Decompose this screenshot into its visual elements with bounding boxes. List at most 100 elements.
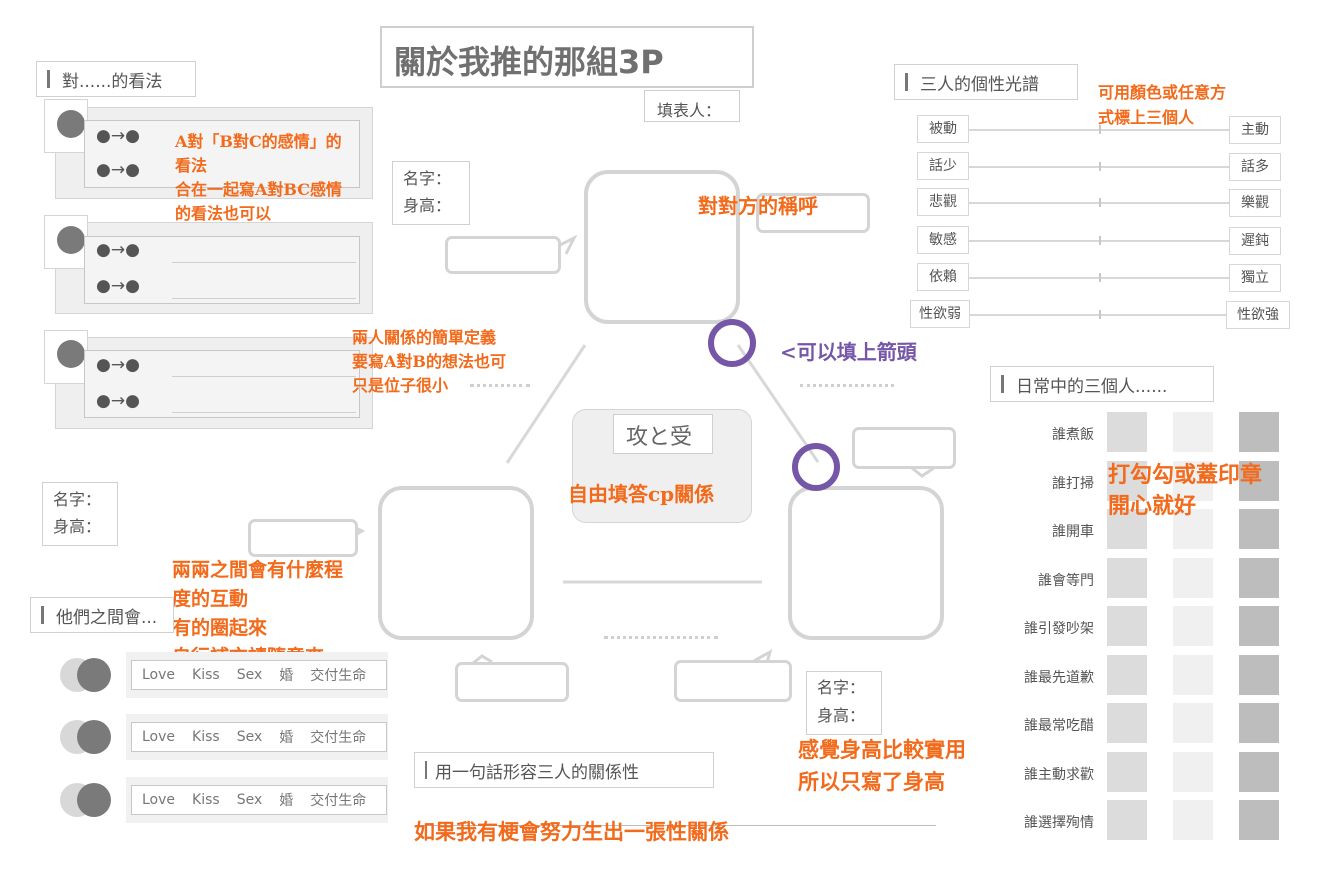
between-option[interactable]: 交付生命 — [310, 668, 367, 684]
daily-cell-b[interactable] — [1173, 751, 1213, 792]
between-option[interactable]: Kiss — [192, 667, 220, 683]
opinion-card-1-inner[interactable] — [84, 120, 360, 188]
daily-cell-b[interactable] — [1173, 654, 1213, 695]
daily-cell-a[interactable] — [1107, 654, 1147, 695]
opinion-card-3-inner[interactable] — [84, 350, 360, 418]
speech-bubble-a-right[interactable] — [756, 193, 870, 233]
daily-cell-b[interactable] — [1173, 800, 1213, 840]
daily-cell-c[interactable] — [1239, 751, 1279, 792]
daily-cell-a[interactable] — [1107, 509, 1147, 549]
arrow-row: ●→● — [96, 126, 140, 146]
daily-cell-c[interactable] — [1239, 509, 1279, 549]
personality-note: 可用顏色或任意方 式標上三個人 — [1098, 83, 1227, 127]
daily-row-label: 誰最先道歉 — [1024, 669, 1094, 686]
between-option[interactable]: Sex — [236, 729, 263, 745]
page-title: 關於我推的那組3P — [394, 43, 664, 81]
between-option[interactable]: Sex — [236, 792, 263, 808]
daily-cell-a[interactable] — [1107, 800, 1147, 840]
spectrum-midtick-1 — [1099, 162, 1101, 171]
person-a-avatar[interactable] — [584, 170, 740, 324]
profile-a[interactable]: 名字： 身高： — [392, 161, 470, 225]
daily-cell-b[interactable] — [1173, 557, 1213, 598]
between-option[interactable]: Love — [142, 729, 176, 745]
arrow-marker-ring[interactable] — [792, 443, 840, 491]
title-box: 關於我推的那組3P — [380, 26, 754, 88]
spectrum-midtick-3 — [1099, 236, 1101, 245]
daily-row-label: 誰開車 — [1052, 524, 1094, 540]
between-option[interactable]: 婚 — [279, 668, 294, 684]
spectrum-right-1: 話多 — [1229, 153, 1281, 181]
daily-cell-c[interactable] — [1239, 703, 1279, 743]
between-option[interactable]: 交付生命 — [310, 730, 367, 746]
spectrum-line-5[interactable] — [970, 314, 1226, 316]
seme-uke-label-box: 攻と受 — [613, 414, 713, 454]
profile-b[interactable]: 名字： 身高： — [42, 482, 118, 546]
person-c-avatar[interactable] — [788, 486, 944, 640]
arrow-row: ●→● — [96, 160, 140, 180]
speech-bubble-b-top[interactable] — [248, 519, 358, 557]
daily-cell-a[interactable] — [1107, 460, 1147, 501]
relation-line-bottom[interactable] — [604, 636, 718, 639]
daily-cell-a[interactable] — [1107, 751, 1147, 792]
between-option[interactable]: 婚 — [279, 730, 294, 746]
spectrum-right-3: 遲鈍 — [1229, 227, 1281, 255]
between-option[interactable]: Kiss — [192, 792, 220, 808]
daily-cell-c[interactable] — [1239, 606, 1279, 646]
seme-uke-note: 自由填答cp關係 — [568, 482, 715, 506]
arrow-row: ●→● — [96, 355, 140, 375]
spectrum-left-0: 被動 — [917, 115, 969, 143]
daily-cell-b[interactable] — [1173, 606, 1213, 646]
between-option[interactable]: Love — [142, 667, 176, 683]
daily-row-label: 誰會等門 — [1038, 572, 1094, 589]
between-option[interactable]: Love — [142, 792, 176, 808]
daily-cell-b[interactable] — [1173, 703, 1213, 743]
between-options: Love Kiss Sex 婚交付生命 — [131, 660, 387, 690]
daily-cell-c[interactable] — [1239, 654, 1279, 695]
summary-write-line[interactable] — [416, 825, 936, 826]
spectrum-midtick-0 — [1099, 125, 1101, 134]
speech-bubble-c-top[interactable] — [852, 427, 956, 469]
relation-line-right[interactable] — [800, 384, 894, 387]
daily-cell-c[interactable] — [1239, 460, 1279, 501]
daily-cell-c[interactable] — [1239, 557, 1279, 598]
daily-cell-b[interactable] — [1173, 509, 1213, 549]
profile-c[interactable]: 名字： 身高： — [806, 671, 882, 735]
daily-row-label: 誰打掃 — [1052, 475, 1094, 492]
opinion-card-2-inner[interactable] — [84, 236, 360, 304]
relation-line-left[interactable] — [470, 384, 530, 387]
between-options: Love Kiss Sex 婚交付生命 — [131, 722, 387, 752]
summary-note: 如果我有梗會努力生出一張性關係 — [414, 819, 729, 844]
daily-cell-b[interactable] — [1173, 460, 1213, 501]
arrow-marker-ring[interactable] — [708, 319, 756, 367]
person-b-avatar[interactable] — [378, 486, 534, 640]
daily-cell-a[interactable] — [1107, 703, 1147, 743]
spectrum-midtick-5 — [1099, 310, 1101, 319]
daily-row-label: 誰選擇殉情 — [1024, 815, 1094, 831]
spectrum-left-4: 依賴 — [917, 263, 969, 291]
filler-label: 填表人： — [657, 101, 722, 120]
spectrum-midtick-4 — [1099, 273, 1101, 282]
daily-cell-c[interactable] — [1239, 800, 1279, 840]
spectrum-right-0: 主動 — [1229, 116, 1281, 144]
daily-cell-b[interactable] — [1173, 412, 1213, 452]
pair-indicator — [77, 658, 111, 692]
between-option[interactable]: 婚 — [279, 793, 294, 809]
speech-bubble-a-left[interactable] — [445, 236, 561, 274]
daily-note: 打勾勾或蓋印章 開心就好 — [1108, 462, 1263, 519]
nickname-note: 對對方的稱呼 — [698, 194, 818, 218]
spectrum-right-5: 性欲強 — [1226, 301, 1290, 329]
between-options: Love Kiss Sex 婚交付生命 — [131, 785, 387, 815]
spectrum-left-3: 敏感 — [917, 226, 969, 254]
filler-field[interactable]: 填表人： — [644, 90, 740, 122]
between-option[interactable]: 交付生命 — [310, 793, 367, 809]
daily-cell-a[interactable] — [1107, 412, 1147, 452]
seme-uke-label: 攻と受 — [626, 425, 693, 450]
between-option[interactable]: Kiss — [192, 729, 220, 745]
speech-bubble-c-bottom[interactable] — [674, 660, 792, 702]
between-option[interactable]: Sex — [236, 667, 263, 683]
daily-cell-c[interactable] — [1239, 412, 1279, 452]
daily-cell-a[interactable] — [1107, 557, 1147, 598]
daily-cell-a[interactable] — [1107, 606, 1147, 646]
speech-bubble-b-bottom[interactable] — [455, 662, 569, 702]
pair-indicator — [77, 783, 111, 817]
